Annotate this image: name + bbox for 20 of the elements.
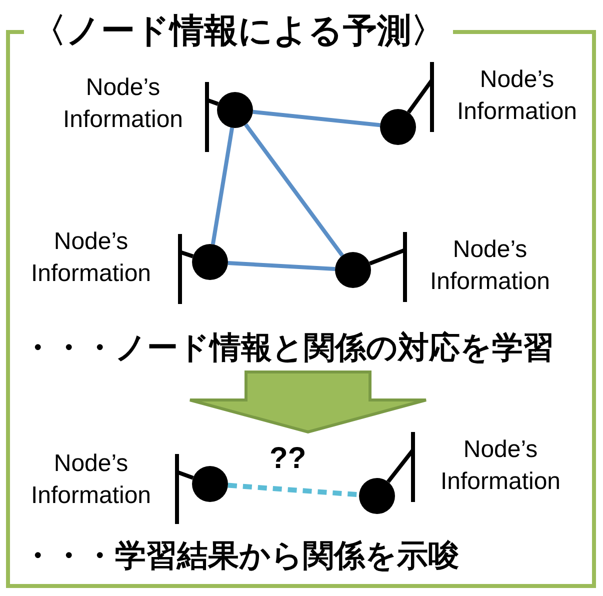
block-arrow <box>188 370 428 434</box>
leader-line <box>175 452 194 526</box>
statement-text: ・・・ノード情報と関係の対応を学習 <box>22 326 554 370</box>
node-info-label: Node’s Information <box>418 434 583 498</box>
dashed-connector <box>228 482 360 498</box>
leader-line <box>178 232 194 306</box>
connector-line <box>244 123 344 257</box>
connector-line <box>228 261 336 271</box>
leader-line <box>406 60 434 134</box>
leader-line <box>369 230 407 304</box>
connector-line <box>210 127 234 245</box>
connector-line <box>252 110 380 128</box>
node-info-label: Node’s Information <box>437 64 597 128</box>
statement-text: ・・・学習結果から関係を示唆 <box>22 537 459 575</box>
leader-line <box>386 430 415 504</box>
node-info-label: Node’s Information <box>6 226 176 290</box>
node-info-label: Node’s Information <box>6 448 176 512</box>
node-info-label: Node’s Information <box>410 234 570 298</box>
node-info-label: Node’s Information <box>38 72 208 136</box>
leader-line <box>205 80 219 154</box>
